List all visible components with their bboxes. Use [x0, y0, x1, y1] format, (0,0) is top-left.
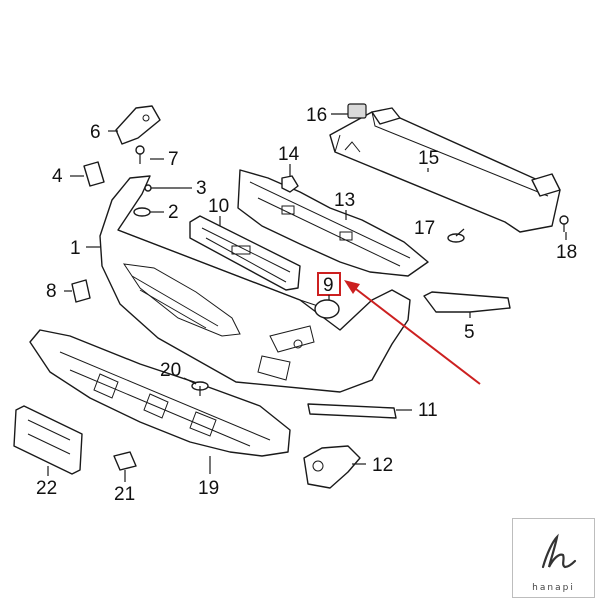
- callout-14: 14: [278, 144, 300, 165]
- callout-3: 3: [196, 178, 207, 199]
- callout-16: 16: [306, 105, 327, 126]
- part-1-bumper-cover[interactable]: [99, 175, 411, 393]
- part-2-push-pin[interactable]: [133, 207, 151, 217]
- callout-20: 20: [160, 360, 181, 381]
- callout-5: 5: [464, 322, 475, 343]
- callout-9: 9: [323, 275, 334, 296]
- highlight-arrow: [344, 280, 481, 385]
- part-19-undertray[interactable]: [29, 329, 291, 457]
- part-12-lower-bracket[interactable]: [303, 445, 361, 489]
- callout-22: 22: [36, 478, 57, 499]
- part-11-lower-strip[interactable]: [307, 403, 397, 419]
- part-9-tow-hook-cover[interactable]: [314, 272, 341, 319]
- callout-8: 8: [46, 281, 57, 302]
- part-22-license-bracket[interactable]: [13, 405, 83, 475]
- part-13-support-bracket[interactable]: [237, 169, 429, 277]
- watermark-logo: hanapi: [512, 518, 595, 598]
- callout-6: 6: [90, 122, 101, 143]
- part-15-reinforcement-beam[interactable]: [329, 107, 561, 233]
- callout-12: 12: [372, 455, 393, 476]
- callout-7: 7: [168, 149, 179, 170]
- part-6-upper-bracket[interactable]: [115, 105, 161, 145]
- part-17-clip[interactable]: [447, 233, 465, 243]
- part-14-bolt[interactable]: [281, 164, 299, 193]
- part-8-clip[interactable]: [71, 279, 91, 303]
- part-7-bolt[interactable]: [135, 145, 145, 164]
- part-4-clip[interactable]: [83, 161, 105, 187]
- callout-2: 2: [168, 202, 179, 223]
- part-18-bolt[interactable]: [559, 215, 569, 232]
- callout-10: 10: [208, 196, 229, 217]
- part-3-bolt[interactable]: [144, 184, 180, 192]
- leader-lines: [47, 113, 567, 482]
- callout-1: 1: [70, 238, 81, 259]
- callout-21: 21: [114, 484, 135, 505]
- callout-13: 13: [334, 190, 355, 211]
- part-5-side-bracket[interactable]: [423, 291, 511, 313]
- callout-11: 11: [418, 400, 438, 421]
- part-16-clip[interactable]: [347, 103, 367, 119]
- callout-labels: 1 2 3 4 5 6 7 8 9 10 11 12 13 14 15 16 1…: [36, 105, 577, 505]
- part-21-clip[interactable]: [113, 451, 137, 471]
- watermark-text: hanapi: [532, 583, 575, 593]
- callout-17: 17: [414, 218, 435, 239]
- hanapi-logo-icon: [541, 533, 577, 569]
- callout-18: 18: [556, 242, 577, 263]
- part-10-grille[interactable]: [189, 215, 301, 291]
- callout-19: 19: [198, 478, 219, 499]
- callout-4: 4: [52, 166, 63, 187]
- callout-15: 15: [418, 148, 439, 169]
